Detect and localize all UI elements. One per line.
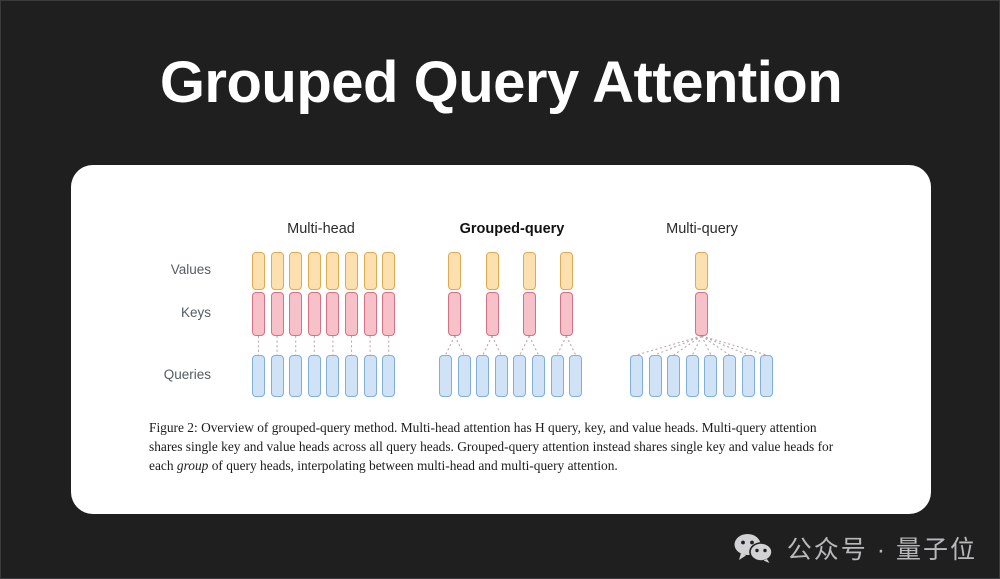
connector-line xyxy=(445,335,456,356)
query-block-1-6 xyxy=(550,355,564,397)
query-block-0-4 xyxy=(326,355,340,397)
key-block-0-6 xyxy=(363,292,377,336)
page-title: Grouped Query Attention xyxy=(159,50,843,115)
query-block-2-7 xyxy=(760,355,774,397)
query-block-2-6 xyxy=(741,355,755,397)
value-block-0-5 xyxy=(345,252,358,290)
key-block-0-3 xyxy=(307,292,321,336)
row-label-values: Values xyxy=(170,262,211,277)
key-block-2-0 xyxy=(695,292,709,336)
column-title-grouped-query: Grouped-query xyxy=(459,221,565,237)
connector-line xyxy=(528,335,539,356)
key-block-1-1 xyxy=(485,292,499,336)
key-block-1-2 xyxy=(522,292,536,336)
value-block-1-2 xyxy=(522,252,536,290)
connector-line xyxy=(636,335,702,356)
connector-line xyxy=(701,335,712,356)
query-block-2-0 xyxy=(630,355,643,397)
connector-lines xyxy=(257,335,767,356)
value-block-1-0 xyxy=(448,252,462,290)
watermark: 公众号 · 量子位 xyxy=(733,530,977,566)
value-block-0-2 xyxy=(289,252,303,290)
query-block-2-1 xyxy=(648,355,662,397)
connector-line xyxy=(565,335,577,356)
query-block-1-0 xyxy=(439,355,452,397)
query-block-0-1 xyxy=(270,355,284,397)
query-block-1-1 xyxy=(457,355,471,397)
key-block-1-3 xyxy=(559,292,573,336)
query-block-0-0 xyxy=(252,355,265,397)
value-block-1-3 xyxy=(559,252,573,290)
connector-line xyxy=(654,335,702,356)
key-block-0-2 xyxy=(289,292,303,336)
value-block-0-1 xyxy=(270,252,284,290)
query-block-1-3 xyxy=(494,355,508,397)
key-block-0-4 xyxy=(326,292,340,336)
query-block-2-5 xyxy=(723,355,736,397)
value-block-1-1 xyxy=(485,252,499,290)
connector-line xyxy=(556,335,567,356)
query-block-0-7 xyxy=(382,355,396,397)
figure-caption: Figure 2: Overview of grouped-query meth… xyxy=(149,418,849,475)
query-block-1-5 xyxy=(532,355,545,397)
connector-line xyxy=(701,335,767,356)
caption-prefix: Figure 2: Overview of grouped-query meth… xyxy=(149,420,834,474)
connector-line xyxy=(701,335,749,356)
value-block-2-0 xyxy=(695,252,709,290)
row-label-keys: Keys xyxy=(180,305,211,320)
query-block-0-5 xyxy=(345,355,358,397)
connector-line xyxy=(454,335,465,356)
query-block-1-7 xyxy=(569,355,583,397)
connector-line xyxy=(482,335,493,356)
connector-line xyxy=(519,335,530,356)
connector-line xyxy=(701,335,730,356)
query-block-2-3 xyxy=(685,355,699,397)
row-label-queries: Queries xyxy=(163,367,211,382)
value-block-0-4 xyxy=(326,252,340,290)
caption-suffix: of query heads, interpolating between mu… xyxy=(208,458,618,474)
query-block-2-2 xyxy=(667,355,681,397)
connector-line xyxy=(673,335,702,356)
key-block-0-0 xyxy=(252,292,265,336)
query-block-0-2 xyxy=(289,355,303,397)
connector-line xyxy=(491,335,502,356)
query-block-0-6 xyxy=(363,355,377,397)
key-block-0-1 xyxy=(270,292,284,336)
caption-italic-word: group xyxy=(176,458,209,474)
column-title-multi-query: Multi-query xyxy=(666,221,738,237)
query-block-1-4 xyxy=(513,355,527,397)
key-block-1-0 xyxy=(448,292,462,336)
value-block-0-3 xyxy=(307,252,321,290)
query-block-0-3 xyxy=(307,355,321,397)
value-block-0-0 xyxy=(252,252,265,290)
key-block-0-5 xyxy=(345,292,358,336)
key-block-0-7 xyxy=(382,292,396,336)
column-title-multi-head: Multi-head xyxy=(287,221,355,237)
connector-line xyxy=(691,335,703,356)
watermark-text: 公众号 · 量子位 xyxy=(786,536,977,564)
query-block-1-2 xyxy=(476,355,490,397)
value-block-0-6 xyxy=(363,252,377,290)
query-block-2-4 xyxy=(704,355,718,397)
wechat-icon xyxy=(734,534,773,563)
value-block-0-7 xyxy=(382,252,396,290)
